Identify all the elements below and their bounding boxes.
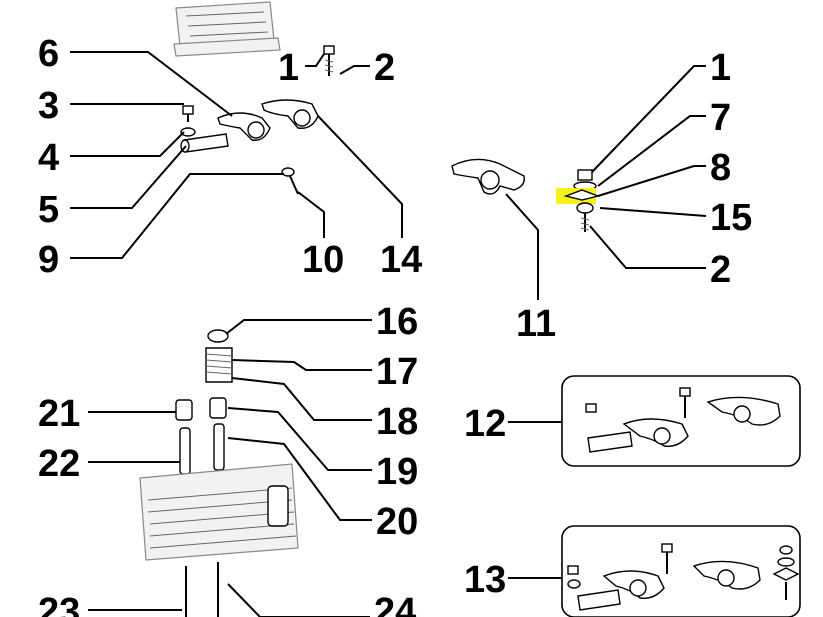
label-4: 4 bbox=[38, 137, 59, 179]
label-16: 16 bbox=[376, 301, 418, 343]
valve-spring-group bbox=[205, 329, 233, 383]
label-15: 15 bbox=[710, 197, 752, 239]
label-19: 19 bbox=[376, 451, 418, 493]
label-2-right: 2 bbox=[710, 249, 731, 291]
label-14: 14 bbox=[380, 239, 422, 281]
label-17: 17 bbox=[376, 351, 418, 393]
label-20: 20 bbox=[376, 501, 418, 543]
label-21: 21 bbox=[38, 393, 80, 435]
seal-19 bbox=[209, 397, 227, 419]
label-22: 22 bbox=[38, 443, 80, 485]
kit-box-13 bbox=[561, 525, 801, 617]
label-6: 6 bbox=[38, 33, 59, 75]
label-12: 12 bbox=[464, 403, 506, 445]
label-10: 10 bbox=[302, 239, 344, 281]
rocker-arm-14 bbox=[261, 99, 319, 129]
rocker-arm-6 bbox=[217, 112, 271, 141]
label-1-left: 1 bbox=[278, 47, 299, 89]
label-24: 24 bbox=[374, 591, 416, 617]
kit-box-12 bbox=[561, 375, 801, 467]
seal-21 bbox=[175, 399, 193, 421]
rocker-arm-11 bbox=[451, 158, 525, 195]
washer-4 bbox=[180, 127, 196, 137]
guide-20 bbox=[213, 423, 225, 471]
label-7: 7 bbox=[710, 97, 731, 139]
label-3: 3 bbox=[38, 85, 59, 127]
adjuster-screw-10 bbox=[281, 167, 299, 195]
right-stack bbox=[556, 169, 601, 232]
screw-3 bbox=[182, 105, 194, 122]
label-2-left: 2 bbox=[374, 47, 395, 89]
label-18: 18 bbox=[376, 401, 418, 443]
cylinder-head-ghost bbox=[139, 463, 299, 561]
leader-lines bbox=[70, 51, 707, 617]
guide-22 bbox=[179, 427, 191, 475]
label-11: 11 bbox=[516, 303, 556, 345]
label-5: 5 bbox=[38, 189, 59, 231]
valve-cover-ghost bbox=[173, 1, 281, 57]
label-8: 8 bbox=[710, 147, 731, 189]
label-9: 9 bbox=[38, 239, 59, 281]
label-1-right: 1 bbox=[710, 47, 731, 89]
shaft-5 bbox=[180, 133, 229, 153]
label-23: 23 bbox=[38, 591, 80, 617]
bolt-top-left bbox=[323, 45, 335, 76]
label-13: 13 bbox=[464, 559, 506, 601]
